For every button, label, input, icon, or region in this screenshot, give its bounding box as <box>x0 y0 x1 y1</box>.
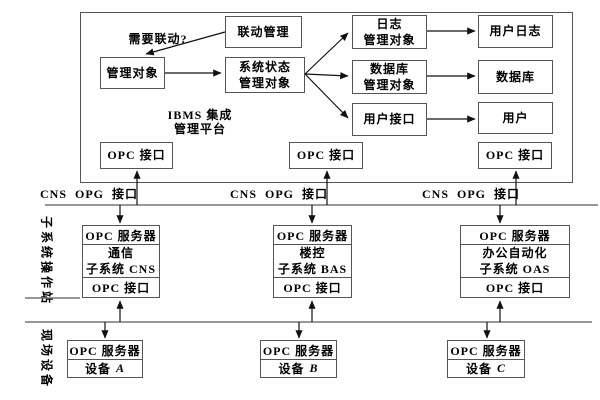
device-a-name: 设备 A <box>68 359 142 377</box>
device-c-name: 设备 C <box>448 359 524 377</box>
managed-object-label: 管理对象 <box>106 65 159 80</box>
system-status-line2: 管理对象 <box>238 76 291 90</box>
platform-opc-interface-2-box: OPC 接口 <box>289 142 363 169</box>
subsystem-cns-opc-interface-label: OPC 接口 <box>91 281 151 295</box>
subsystem-bas-name-line1: 楼控 <box>299 246 326 260</box>
db-manager-line2: 管理对象 <box>363 78 416 92</box>
subsystem-oas-stack: OPC 服务器 办公自动化 子系统 OAS OPC 接口 <box>460 225 570 298</box>
device-a-prefix: 设备 <box>84 362 111 376</box>
cns-opg-label-1: CNS OPG 接口 <box>40 187 139 201</box>
subsystem-cns-name-line2: 子系统 CNS <box>85 262 156 276</box>
subsystem-oas-name: 办公自动化 子系统 OAS <box>461 244 569 277</box>
linkage-management-label: 联动管理 <box>237 24 290 39</box>
subsystem-oas-name-line2: 子系统 OAS <box>479 262 551 276</box>
db-manager-line1: 数据库 <box>369 62 409 76</box>
subsystem-oas-name-line1: 办公自动化 <box>482 246 548 260</box>
db-manager-box: 数据库 管理对象 <box>352 60 427 94</box>
database-box: 数据库 <box>478 60 553 94</box>
need-linkage-question-label: 需要联动? <box>128 32 188 46</box>
subsystem-bas-opc-server: OPC 服务器 <box>274 226 351 244</box>
subsystem-oas-opc-interface: OPC 接口 <box>461 277 569 297</box>
device-b-stack: OPC 服务器 设备 B <box>260 340 337 378</box>
platform-title-line1: IBMS 集成 <box>167 108 233 122</box>
platform-title-line2: 管理平台 <box>173 122 226 136</box>
subsystem-bas-name: 楼控 子系统 BAS <box>274 244 351 277</box>
cns-opg-label-3: CNS OPG 接口 <box>422 187 521 201</box>
log-manager-box: 日志 管理对象 <box>352 15 427 49</box>
subsystem-bas-opc-interface-label: OPC 接口 <box>283 281 342 295</box>
device-b-opc-server: OPC 服务器 <box>261 341 336 359</box>
user-box: 用户 <box>478 102 553 134</box>
system-status-box: 系统状态 管理对象 <box>225 57 305 93</box>
subsystem-cns-opc-server: OPC 服务器 <box>83 226 159 244</box>
device-c-opc-server-label: OPC 服务器 <box>450 343 522 358</box>
user-interface-box: 用户接口 <box>352 103 427 136</box>
device-a-opc-server: OPC 服务器 <box>68 341 142 359</box>
device-a-stack: OPC 服务器 设备 A <box>67 340 143 378</box>
subsystem-oas-opc-interface-label: OPC 接口 <box>485 281 545 295</box>
managed-object-box: 管理对象 <box>100 57 165 89</box>
device-b-prefix: 设备 <box>278 362 305 376</box>
subsystem-cns-opc-interface: OPC 接口 <box>83 277 159 297</box>
cns-opg-label-2: CNS OPG 接口 <box>230 187 329 201</box>
device-b-opc-server-label: OPC 服务器 <box>262 343 335 358</box>
log-manager-line2: 管理对象 <box>363 33 416 47</box>
subsystem-bas-stack: OPC 服务器 楼控 子系统 BAS OPC 接口 <box>273 225 352 298</box>
subsystem-bas-opc-server-label: OPC 服务器 <box>276 228 349 243</box>
platform-opc-interface-3-label: OPC 接口 <box>485 148 545 162</box>
subsystem-oas-opc-server: OPC 服务器 <box>461 226 569 244</box>
platform-title: IBMS 集成 管理平台 <box>150 108 250 136</box>
user-label: 用户 <box>502 110 529 125</box>
device-a-opc-server-label: OPC 服务器 <box>69 343 141 358</box>
subsystem-cns-stack: OPC 服务器 通信 子系统 CNS OPC 接口 <box>82 225 160 298</box>
subsystem-layer-label: 子系统操作站 <box>39 215 54 307</box>
platform-opc-interface-3-box: OPC 接口 <box>478 142 552 169</box>
log-manager-line1: 日志 <box>376 17 403 31</box>
subsystem-oas-opc-server-label: OPC 服务器 <box>479 228 551 243</box>
subsystem-cns-opc-server-label: OPC 服务器 <box>85 228 157 243</box>
user-interface-label: 用户接口 <box>363 112 416 126</box>
subsystem-cns-name-line1: 通信 <box>107 246 134 260</box>
device-c-prefix: 设备 <box>465 362 492 376</box>
device-c-opc-server: OPC 服务器 <box>448 341 524 359</box>
linkage-management-box: 联动管理 <box>225 16 302 48</box>
user-log-box: 用户日志 <box>478 15 553 48</box>
device-b-name: 设备 B <box>261 359 336 377</box>
subsystem-cns-name: 通信 子系统 CNS <box>83 244 159 277</box>
field-device-layer-label: 现场设备 <box>39 328 54 390</box>
device-c-stack: OPC 服务器 设备 C <box>447 340 525 378</box>
system-status-line1: 系统状态 <box>238 60 291 74</box>
subsystem-bas-name-line2: 子系统 BAS <box>277 262 348 276</box>
platform-opc-interface-1-box: OPC 接口 <box>100 142 173 169</box>
database-label: 数据库 <box>495 69 535 84</box>
subsystem-bas-opc-interface: OPC 接口 <box>274 277 351 297</box>
device-a-letter: A <box>116 361 126 375</box>
platform-opc-interface-2-label: OPC 接口 <box>296 148 356 162</box>
device-c-letter: C <box>497 361 507 375</box>
user-log-label: 用户日志 <box>489 24 542 38</box>
device-b-letter: B <box>309 361 319 375</box>
platform-opc-interface-1-label: OPC 接口 <box>107 148 166 162</box>
